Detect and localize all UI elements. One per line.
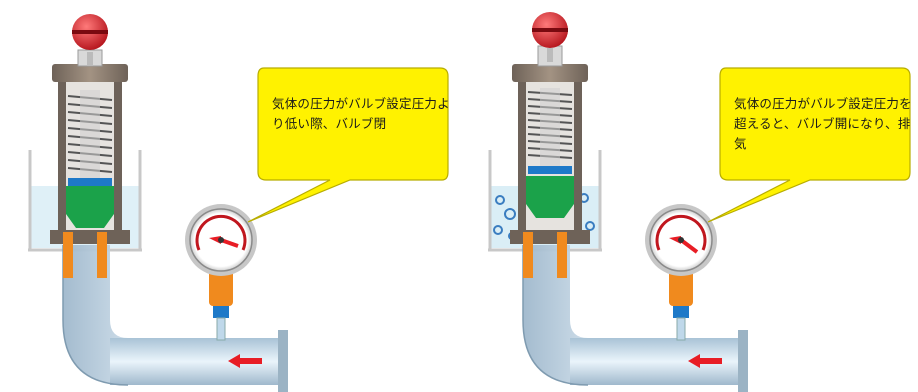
safety-valve <box>510 45 590 278</box>
pressure-gauge <box>185 204 257 341</box>
callout-text-open: 気体の圧力がバルブ設定圧力を超えると、バルブ開になり、排気 <box>734 96 912 151</box>
safety-valve <box>50 49 130 278</box>
panel-open <box>488 12 911 392</box>
pressure-gauge <box>645 204 717 341</box>
callout-bubble <box>707 67 911 223</box>
flow-arrow <box>688 354 722 368</box>
flow-arrow <box>228 354 262 368</box>
panel-closed <box>28 14 449 392</box>
pipe <box>62 245 288 392</box>
knob <box>532 12 568 62</box>
knob <box>72 14 108 66</box>
callout-text-closed: 気体の圧力がバルブ設定圧力より低い際、バルブ閉 <box>272 96 450 131</box>
pipe <box>522 245 748 392</box>
callout-bubble <box>247 67 449 223</box>
